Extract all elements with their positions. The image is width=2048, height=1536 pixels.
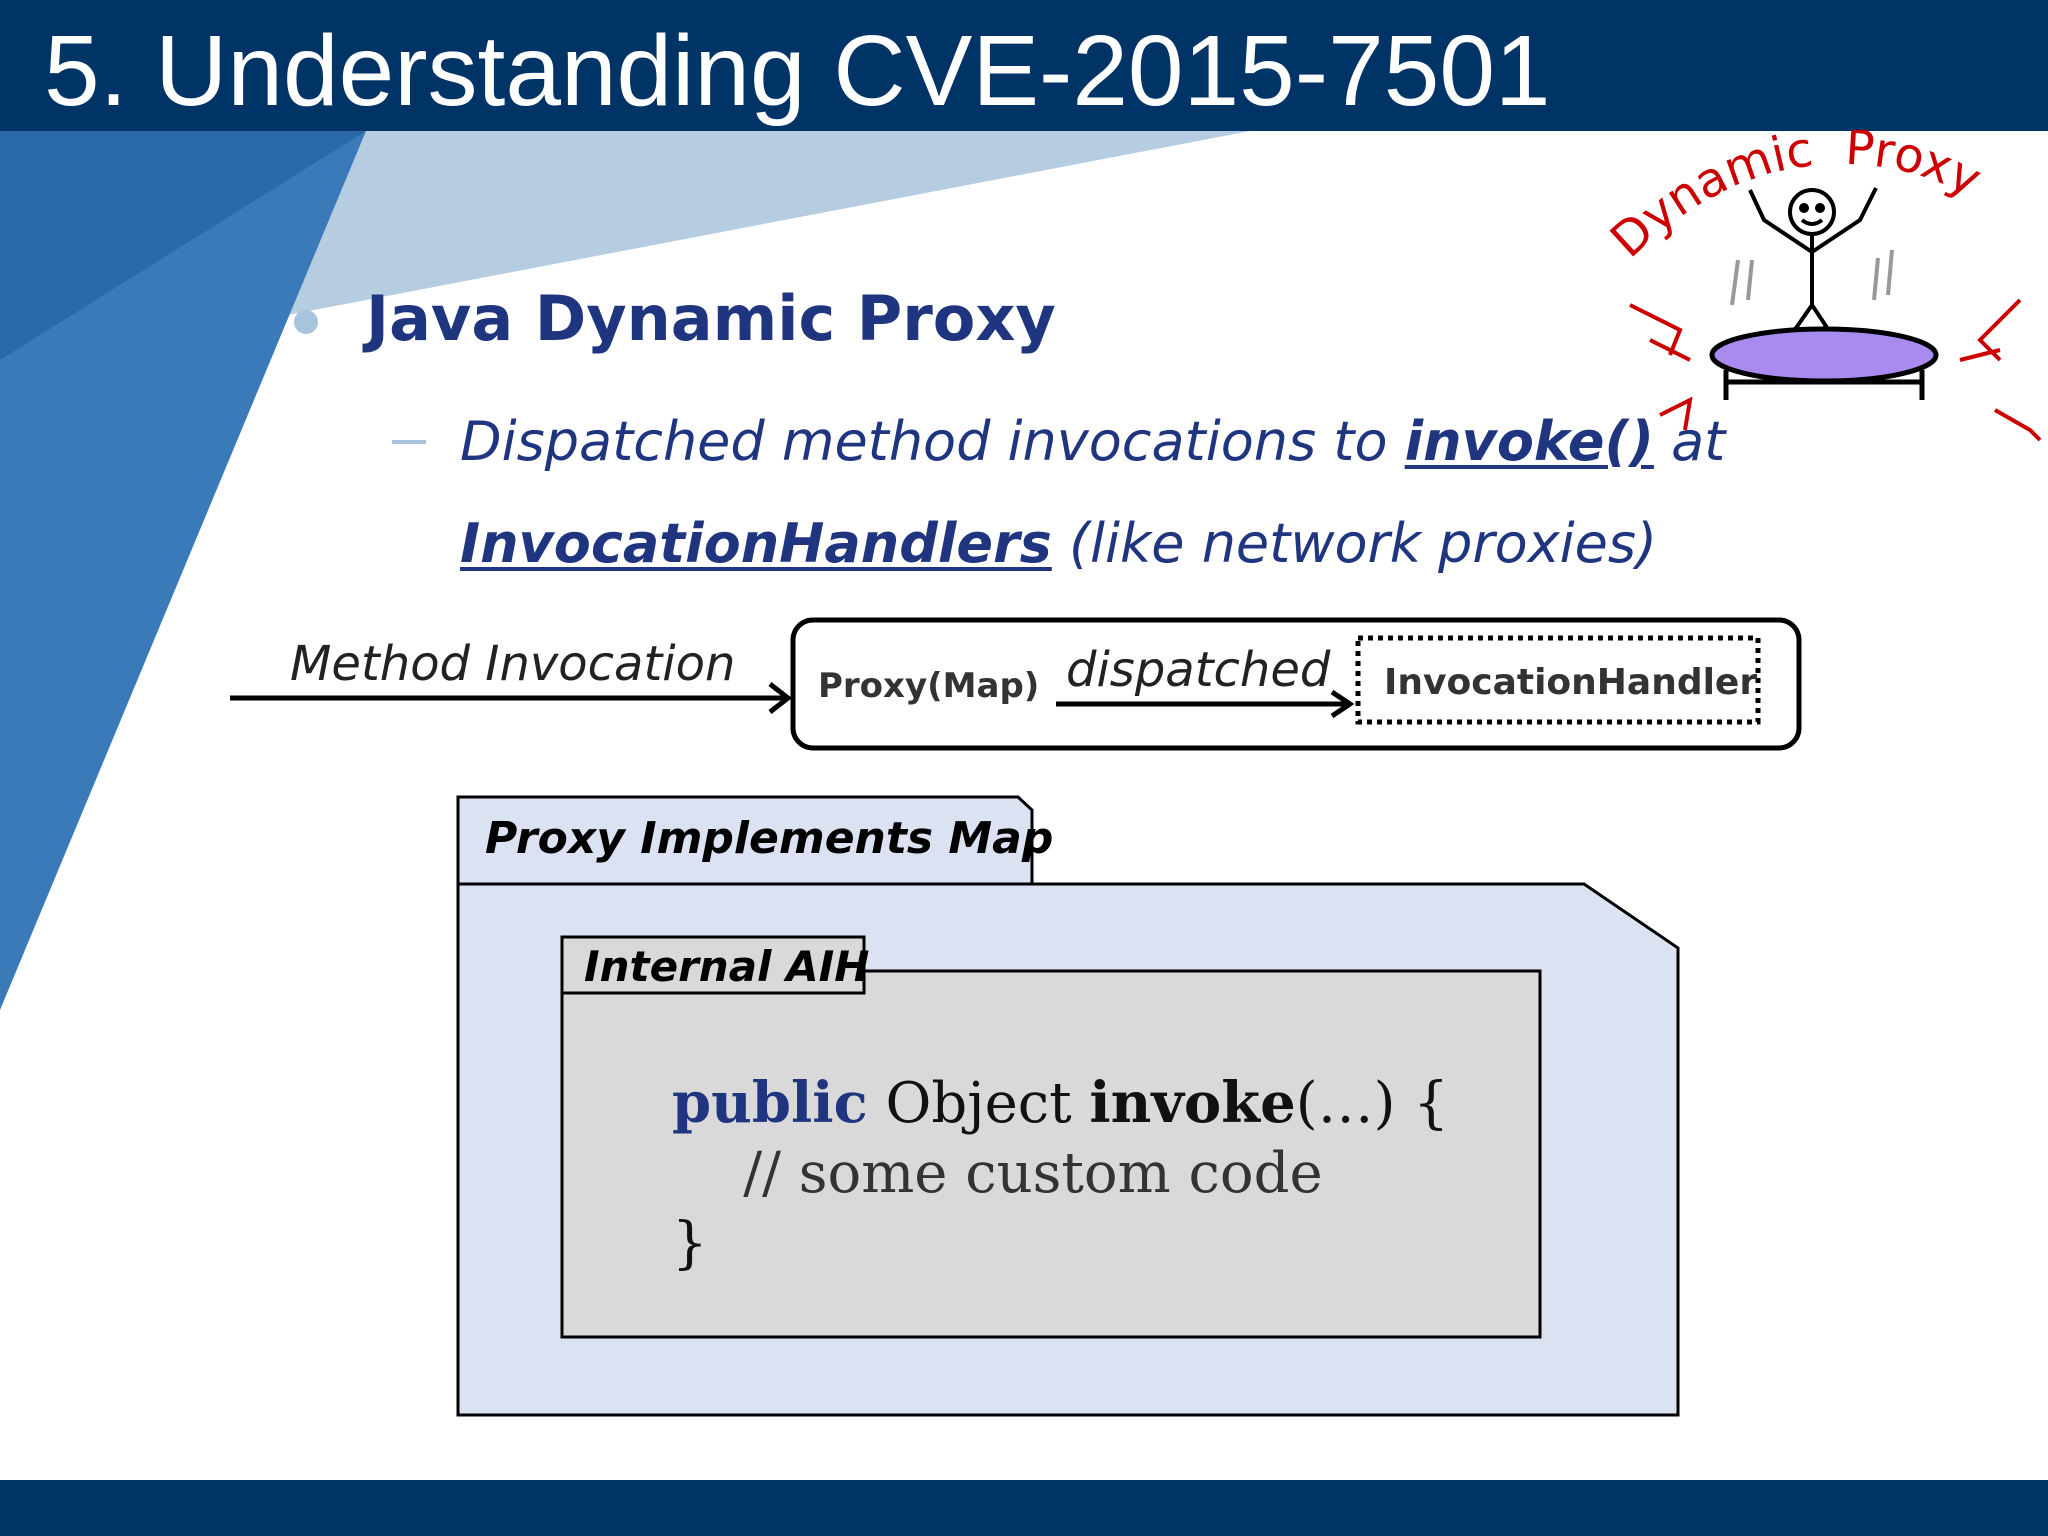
- outer-package-tab: [456, 795, 1034, 886]
- title-bar: 5. Understanding CVE-2015-7501: [0, 0, 2048, 131]
- code-comment: // some custom code: [672, 1141, 1323, 1206]
- proxy-label: Proxy(Map): [818, 666, 1039, 706]
- sub-text-part1: Dispatched method invocations to: [460, 410, 1405, 473]
- trampoline-legs: [1723, 370, 1925, 400]
- sub-bullet-line-2: InvocationHandlers (like network proxies…: [460, 511, 1657, 577]
- code-close: }: [672, 1211, 708, 1276]
- impact-marks: [1629, 298, 2042, 442]
- stick-figure: [1748, 187, 1878, 344]
- method-invocation-label: Method Invocation: [290, 636, 735, 692]
- mascot-caption-word2: Proxy: [1844, 130, 1990, 208]
- bullet-heading: Java Dynamic Proxy: [366, 282, 1056, 355]
- invoke-emphasis: invoke(): [1404, 410, 1654, 473]
- mascot-caption-word1: Dynamic: [1600, 130, 1816, 269]
- trampoline: [1709, 326, 1939, 384]
- outer-package-label: Proxy Implements Map: [485, 813, 1053, 864]
- sub-bullet-dash: [392, 440, 426, 444]
- code-args: (…) {: [1295, 1071, 1449, 1136]
- code-type: Object: [867, 1071, 1090, 1136]
- motion-lines: [1730, 249, 1894, 306]
- code-keyword: public: [672, 1070, 868, 1136]
- inner-aih-label: Internal AIH: [584, 942, 869, 991]
- sub-bullet-line-1: Dispatched method invocations to invoke(…: [460, 409, 1725, 475]
- invoke-code-snippet: public Object invoke(…) { // some custom…: [672, 1068, 1449, 1279]
- bullet-dot: [294, 310, 318, 334]
- sub-text-part2: at: [1653, 410, 1726, 473]
- invocation-handlers-emphasis: InvocationHandlers: [460, 512, 1052, 575]
- sub-text-part3: (like network proxies): [1051, 512, 1658, 575]
- inner-aih-box: [560, 969, 1542, 1339]
- inner-aih-tab: [560, 935, 866, 995]
- code-method: invoke: [1089, 1070, 1296, 1136]
- invocation-handler-box: [1355, 635, 1761, 725]
- dispatched-label: dispatched: [1066, 642, 1331, 698]
- slide-title: 5. Understanding CVE-2015-7501: [44, 15, 1551, 127]
- invocation-handler-label: InvocationHandler: [1384, 662, 1757, 703]
- dynamic-proxy-mascot: Dynamic Proxy: [1600, 130, 2042, 442]
- footer-bar: [0, 1480, 2048, 1536]
